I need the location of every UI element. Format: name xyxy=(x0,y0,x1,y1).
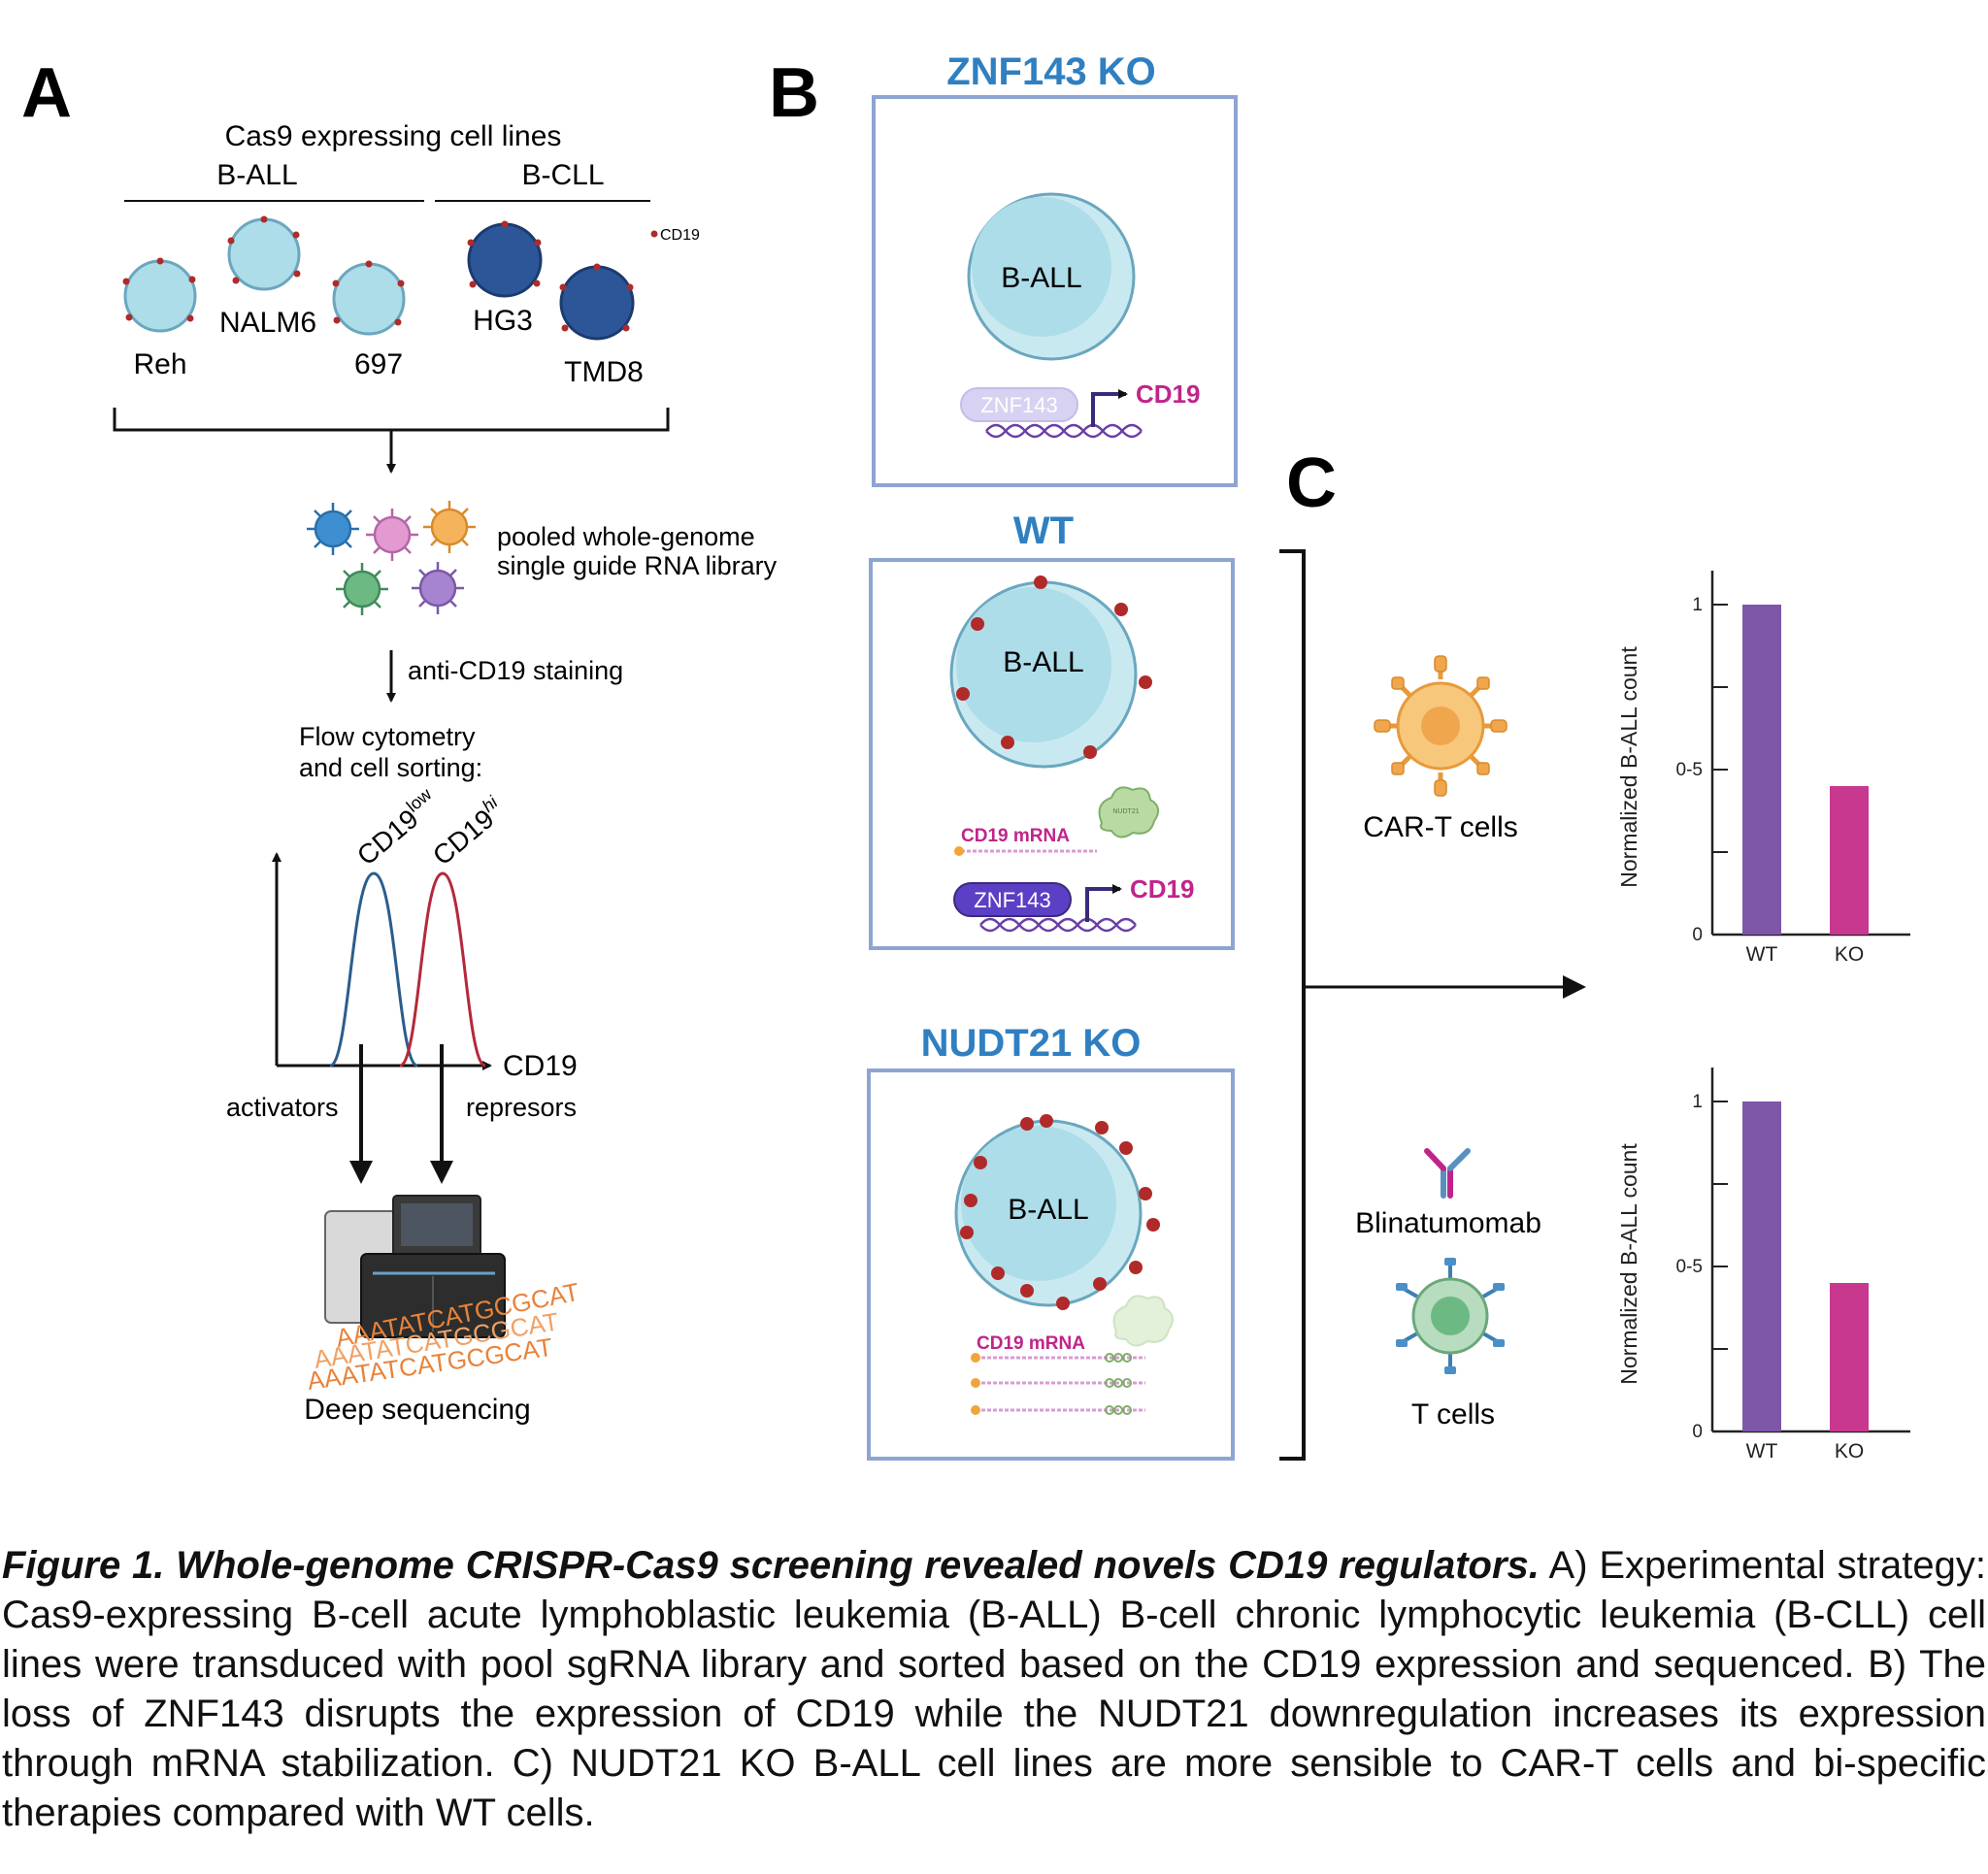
wt-cell-label: B-ALL xyxy=(1003,646,1083,678)
y-tick-label: 1 xyxy=(1692,595,1703,615)
x-tick-label: KO xyxy=(1835,943,1864,966)
ko1-cd19-label: CD19 xyxy=(1136,379,1200,409)
panel-a-letter: A xyxy=(21,54,72,132)
t-cell-icon xyxy=(1396,1258,1505,1374)
znf143-ko-title: ZNF143 KO xyxy=(946,50,1156,93)
panel-b: B ZNF143 KO B-ALL ZNF143 CD19 WT B-ALL C… xyxy=(769,50,1238,1461)
cell-nalm6 xyxy=(227,215,301,291)
t-cells-label: T cells xyxy=(1411,1398,1495,1430)
caption-text: A) Experimental strategy: Cas9-expressin… xyxy=(2,1544,1986,1834)
sgrna-library-icon xyxy=(307,501,476,615)
wt-znf143-protein xyxy=(953,882,1072,917)
y-tick-label: 1 xyxy=(1692,1092,1703,1112)
wt-dna-icon xyxy=(979,917,1137,933)
ko2-nudt21-faded-icon xyxy=(1112,1295,1175,1347)
wt-cd19-label: CD19 xyxy=(1130,874,1194,904)
ko2-cell xyxy=(954,1119,1143,1307)
cd19-hi-label: CD19hi xyxy=(425,792,511,871)
panel-b-letter: B xyxy=(769,54,819,132)
y-tick-label: 0-5 xyxy=(1676,760,1703,780)
wt-znf143-label: ZNF143 xyxy=(974,888,1050,912)
ball-group-label: B-ALL xyxy=(216,159,297,191)
activators-label: activators xyxy=(226,1093,339,1122)
figure-caption: Figure 1. Whole-genome CRISPR-Cas9 scree… xyxy=(2,1541,1986,1838)
cells-bracket xyxy=(113,408,670,432)
y-axis-label: Normalized B-ALL count xyxy=(1616,646,1641,888)
sequencer-icon xyxy=(324,1195,506,1338)
y-tick-label: 0 xyxy=(1692,1422,1703,1442)
y-tick-label: 0-5 xyxy=(1676,1257,1703,1277)
ko1-znf143-label: ZNF143 xyxy=(980,393,1057,417)
nudt21-protein-icon xyxy=(1098,786,1160,838)
wt-promoter-arrow xyxy=(1085,884,1122,922)
ko2-cell-label: B-ALL xyxy=(1008,1194,1088,1226)
blinatumomab-label: Blinatumomab xyxy=(1355,1207,1541,1239)
blinatumomab-icon xyxy=(1424,1148,1471,1199)
panel-c-letter: C xyxy=(1286,444,1337,522)
panel-c: C CAR-T cells xyxy=(1279,444,1910,1463)
y-axis-label: Normalized B-ALL count xyxy=(1616,1143,1641,1385)
bar-wt xyxy=(1742,1101,1781,1431)
bar-wt xyxy=(1742,605,1781,935)
ko2-cd19-dots xyxy=(960,1114,1160,1310)
cell-reh xyxy=(122,257,197,333)
y-tick-label: 0 xyxy=(1692,925,1703,945)
cell-label-697: 697 xyxy=(354,348,403,380)
cell-label-hg3: HG3 xyxy=(473,305,533,337)
cd19-legend-dot xyxy=(650,230,658,238)
x-tick-label: WT xyxy=(1746,1440,1778,1463)
ko2-mrna-label: CD19 mRNA xyxy=(977,1333,1085,1354)
cd19-low-label: CD19low xyxy=(349,784,445,871)
car-t-cell-icon xyxy=(1374,655,1508,797)
caption-title: Figure 1. Whole-genome CRISPR-Cas9 scree… xyxy=(2,1544,1540,1587)
cell-label-reh: Reh xyxy=(133,348,186,380)
panel-c-bracket xyxy=(1279,549,1306,1461)
ko1-cell-label: B-ALL xyxy=(1001,262,1081,294)
cd19-low-peak xyxy=(329,871,418,1068)
ko1-cell xyxy=(967,192,1136,361)
wt-title: WT xyxy=(1013,510,1074,552)
ko1-promoter-arrow xyxy=(1091,389,1128,427)
wt-mrna-cap xyxy=(954,846,964,856)
wt-cd19-dots xyxy=(956,575,1152,759)
nudt21-ko-title: NUDT21 KO xyxy=(921,1022,1142,1065)
cell-697 xyxy=(332,260,406,336)
cell-tmd8 xyxy=(559,263,635,341)
cell-label-tmd8: TMD8 xyxy=(564,356,644,388)
bar-ko xyxy=(1830,1283,1869,1431)
nudt21-mini-label: NUDT21 xyxy=(1112,808,1139,815)
ko1-dna-icon xyxy=(985,423,1143,439)
ko2-mrna-strands xyxy=(971,1353,1145,1415)
wt-cell xyxy=(949,580,1138,769)
panel-a: A Cas9 expressing cell lines B-ALL B-CLL… xyxy=(21,54,778,1426)
library-line1: pooled whole-genome xyxy=(497,522,755,551)
histogram-x-axis-label: CD19 xyxy=(503,1050,578,1082)
cas9-header: Cas9 expressing cell lines xyxy=(225,120,562,152)
sequencing-label: Deep sequencing xyxy=(304,1394,531,1426)
flow-histogram xyxy=(272,852,492,1070)
flow-line1: Flow cytometry xyxy=(299,722,476,751)
wt-mrna-label: CD19 mRNA xyxy=(961,826,1070,846)
cd19-hi-peak xyxy=(399,871,486,1068)
flow-line2: and cell sorting: xyxy=(299,753,482,782)
figure-canvas: A Cas9 expressing cell lines B-ALL B-CLL… xyxy=(21,50,1910,1463)
library-line2: single guide RNA library xyxy=(497,551,778,580)
bcll-group-label: B-CLL xyxy=(521,159,604,191)
cell-hg3 xyxy=(467,220,543,298)
bar-ko xyxy=(1830,786,1869,935)
repressors-label: represors xyxy=(466,1093,577,1122)
x-tick-label: KO xyxy=(1835,1440,1864,1463)
cd19-legend-label: CD19 xyxy=(660,227,700,244)
car-t-label: CAR-T cells xyxy=(1363,811,1517,843)
staining-label: anti-CD19 staining xyxy=(408,656,623,685)
x-tick-label: WT xyxy=(1746,943,1778,966)
cell-label-nalm6: NALM6 xyxy=(219,307,316,339)
ko1-znf143-protein xyxy=(960,387,1078,422)
